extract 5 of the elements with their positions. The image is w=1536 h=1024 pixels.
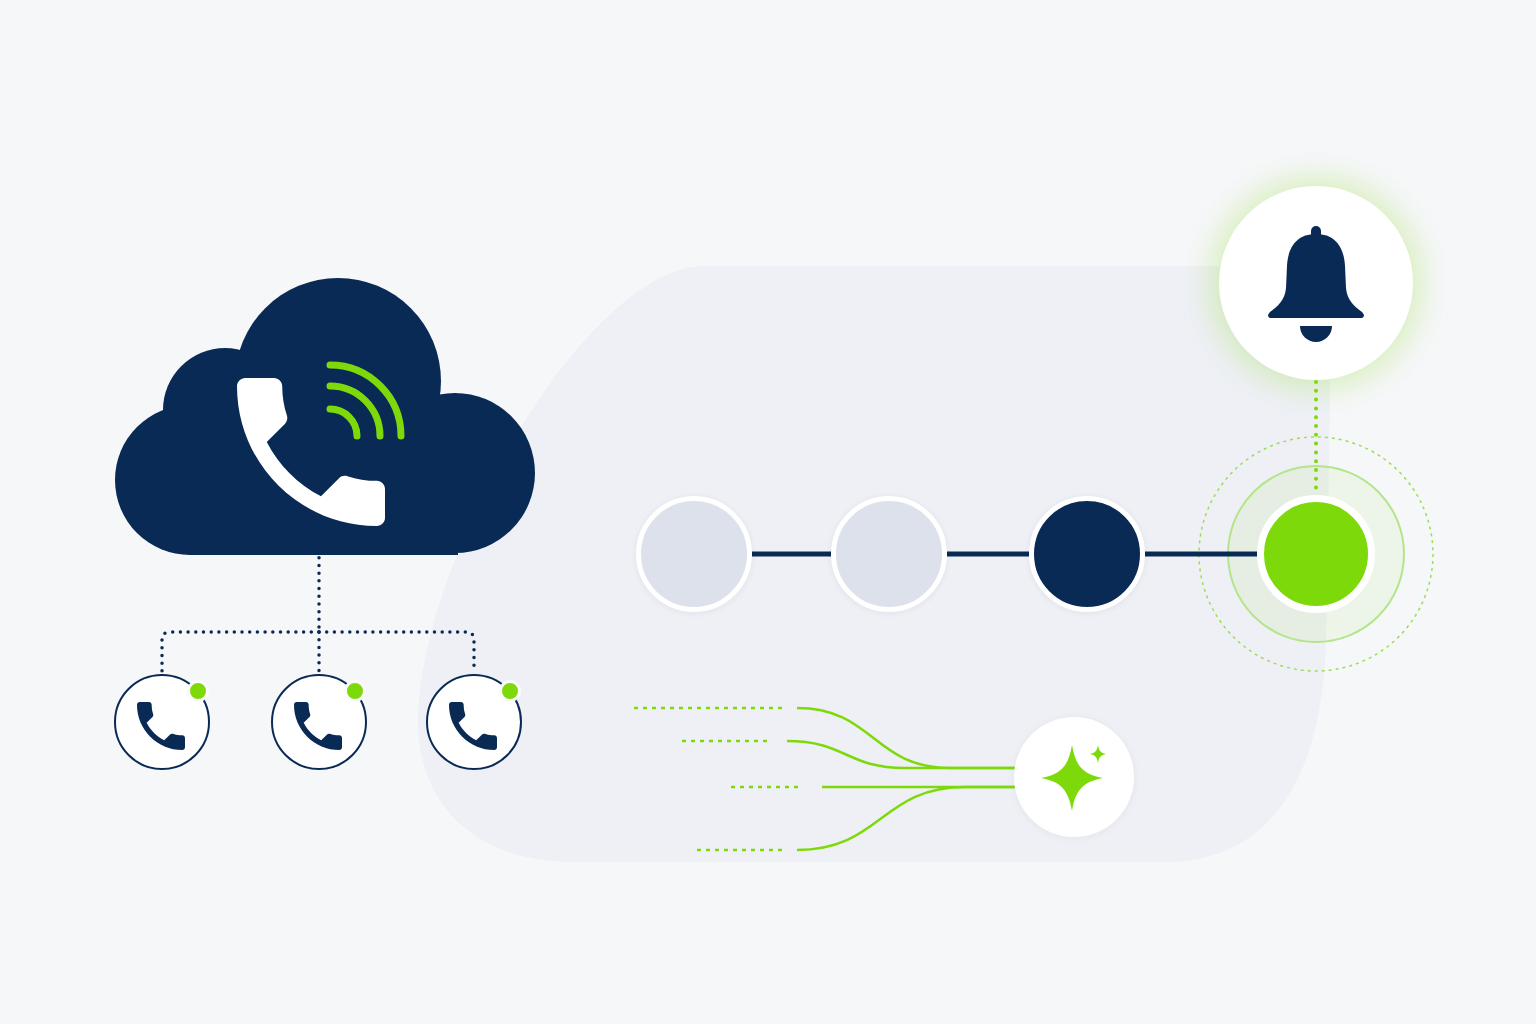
connector-line (947, 551, 1029, 557)
flow-line (697, 785, 1015, 852)
connector-line (1145, 551, 1257, 557)
flow-line (682, 739, 1015, 770)
connector-line (752, 551, 831, 557)
